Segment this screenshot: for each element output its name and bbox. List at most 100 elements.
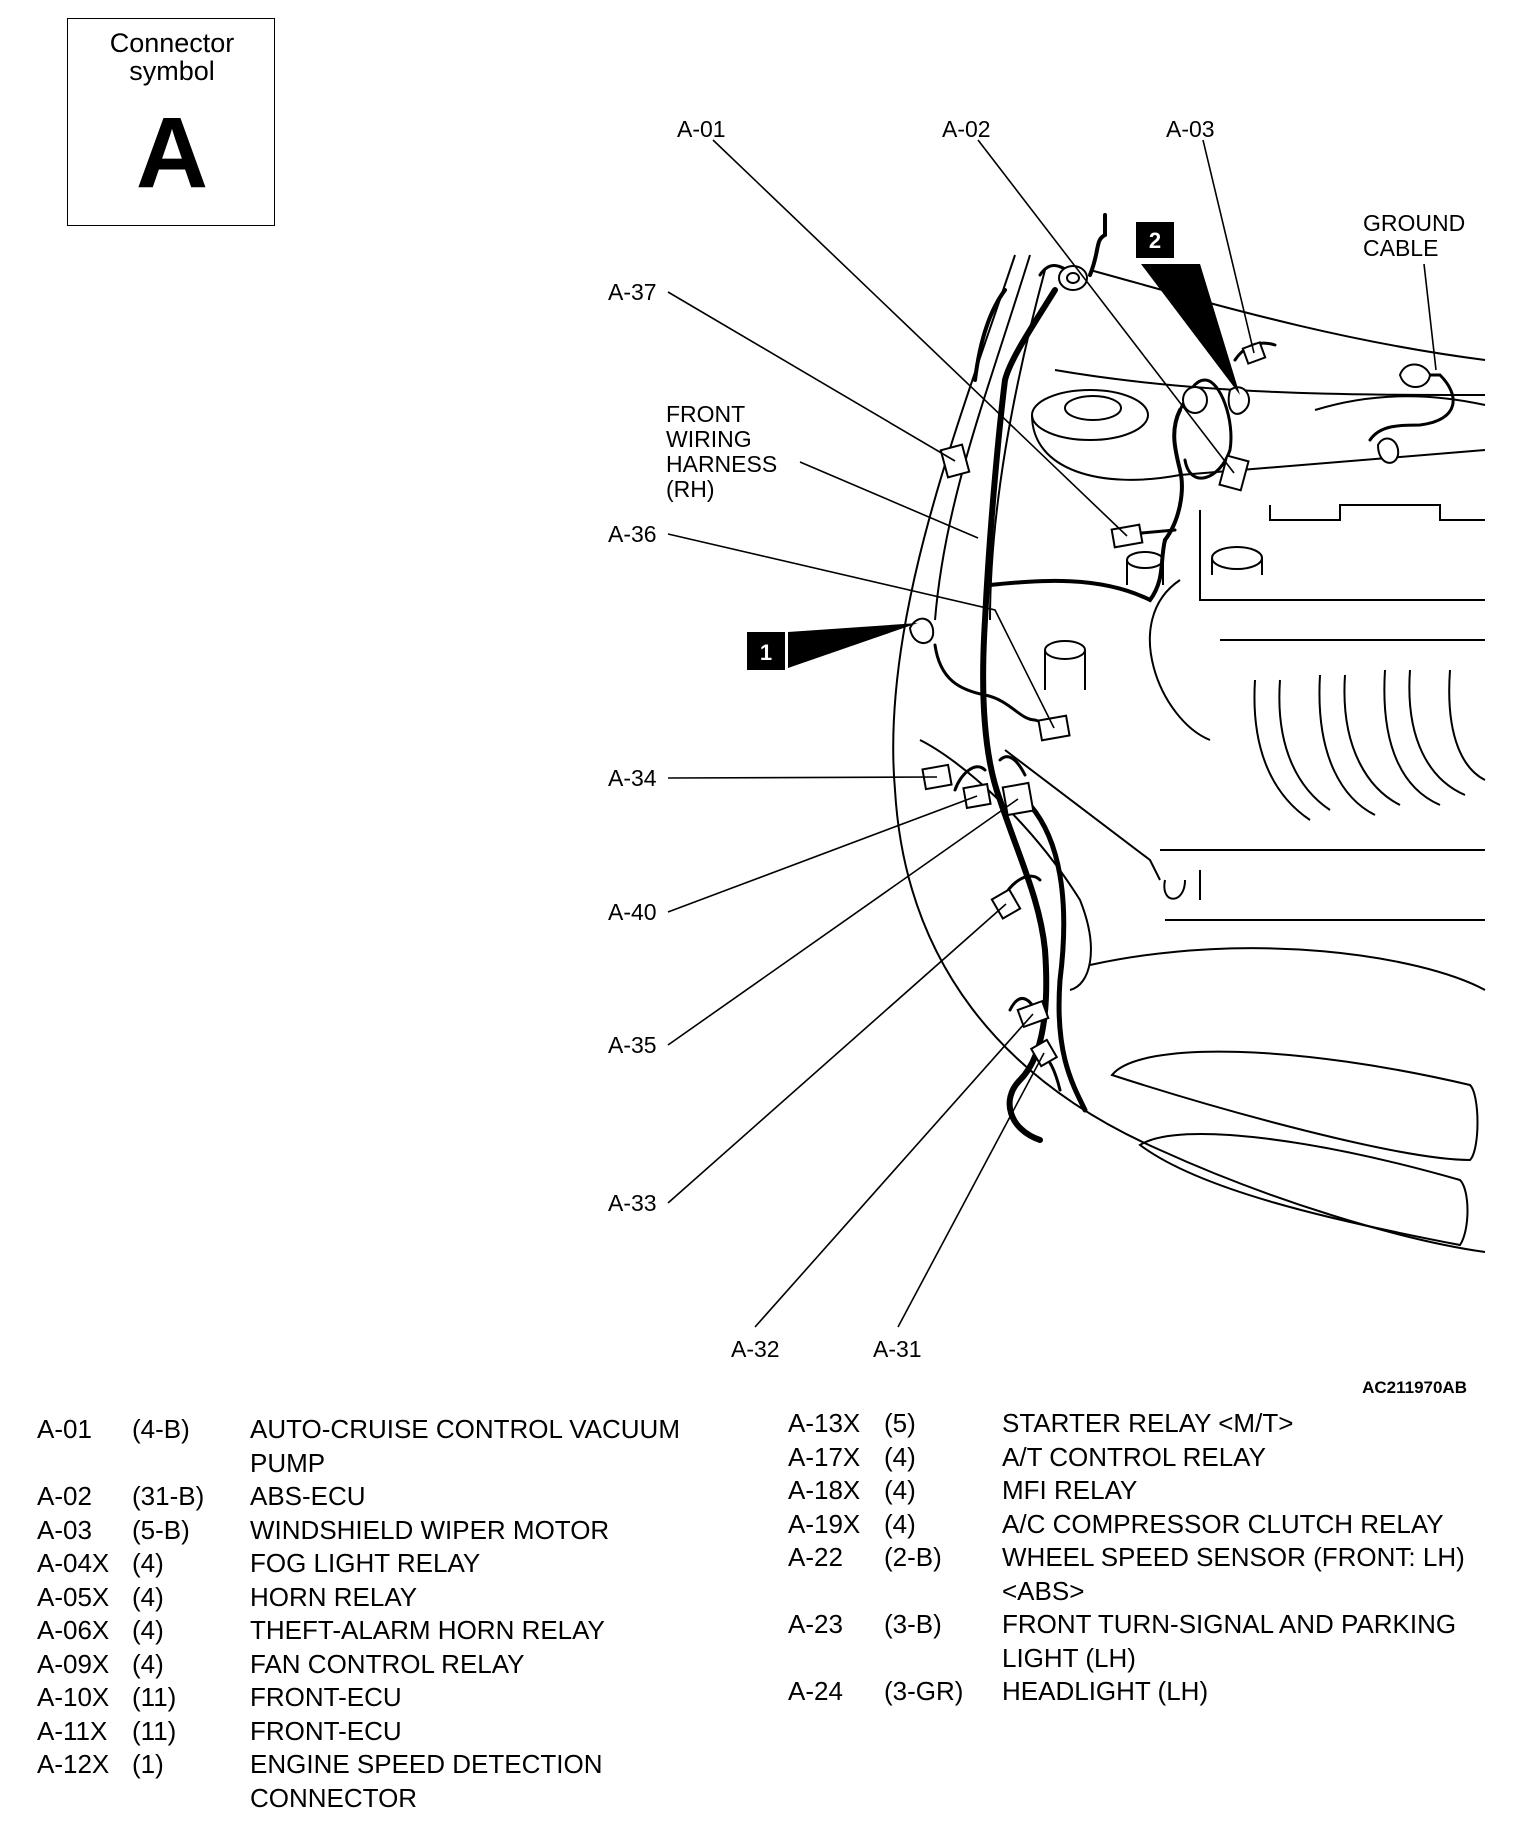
label-a36: A-36 — [608, 521, 657, 547]
connector-row: A-12X (1) ENGINE SPEED DETECTION CONNECTOR — [37, 1748, 737, 1815]
engine-bay-harness-diagram: 1 2 A-01 A-02 A-03 GROUND CABLE A-37 FRO… — [608, 116, 1486, 1397]
leader-front-wiring-harness — [799, 461, 979, 539]
connector-grid-position: (5) — [884, 1408, 916, 1438]
label-harness-line1: FRONT — [666, 401, 745, 427]
label-a34: A-34 — [608, 765, 657, 791]
connector-description: ABS-ECU — [250, 1481, 366, 1511]
leader-a03 — [1202, 139, 1255, 354]
connector-list-right: A-13X(5)STARTER RELAY <M/T>A-17X(4)A/T C… — [788, 1407, 1508, 1709]
connector-grid-position: (11) — [132, 1682, 177, 1712]
connector-row: A-13X (5) STARTER RELAY <M/T> — [788, 1407, 1508, 1441]
connector-row: A-03 (5-B) WINDSHIELD WIPER MOTOR — [37, 1514, 737, 1548]
connector-row: A-10X(11)FRONT-ECU — [37, 1681, 737, 1715]
ground-bolt-1 — [908, 617, 935, 644]
connector-description: HEADLIGHT (LH) — [1002, 1676, 1209, 1706]
leader-a31 — [897, 1052, 1045, 1328]
connector-description: THEFT-ALARM HORN RELAY — [250, 1615, 605, 1645]
label-a33: A-33 — [608, 1190, 657, 1216]
connector-id: A-24 — [788, 1676, 843, 1706]
connector-description: FOG LIGHT RELAY — [250, 1548, 481, 1578]
label-a32: A-32 — [731, 1336, 780, 1362]
callout-pointers — [788, 264, 1240, 668]
connector-id: A-04X — [37, 1548, 110, 1578]
label-a40: A-40 — [608, 899, 657, 925]
callout-1-pointer — [788, 623, 918, 668]
connector-row: A-09X(4)FAN CONTROL RELAY — [37, 1648, 737, 1682]
connector-id: A-12X — [37, 1749, 110, 1779]
leader-lines — [667, 139, 1437, 1328]
label-a01: A-01 — [677, 116, 726, 142]
callout-2-number: 2 — [1149, 228, 1161, 253]
connector-symbol-caption-line1: Connector — [109, 28, 235, 58]
ground-cable-terminal — [1398, 363, 1432, 388]
label-ground-cable-line1: GROUND — [1363, 210, 1465, 236]
connector-id: A-06X — [37, 1615, 110, 1645]
connector-description: WINDSHIELD WIPER MOTOR — [250, 1514, 610, 1545]
leader-a36 — [667, 533, 1055, 729]
connector-id: A-22 — [788, 1542, 843, 1572]
connector-grid-position: (3-B) — [884, 1609, 942, 1639]
connector-description: ENGINE SPEED DETECTION CONNECTOR — [250, 1749, 603, 1813]
leader-a33 — [667, 903, 1007, 1204]
connector-description: HORN RELAY — [250, 1581, 418, 1612]
connector-row: A-01 (4-B) AUTO-CRUISE CONTROL VACUUM PUMP — [37, 1413, 737, 1480]
connector-row: A-24(3-GR)HEADLIGHT (LH) — [788, 1675, 1508, 1709]
connector-grid-position: (5-B) — [132, 1514, 190, 1545]
connector-id: A-03 — [37, 1514, 92, 1545]
callout-2-badge — [1136, 222, 1174, 258]
connector-grid-position: (11) — [132, 1715, 177, 1746]
label-a37: A-37 — [608, 279, 657, 305]
connector-grid-position: (2-B) — [884, 1542, 942, 1572]
label-a02: A-02 — [942, 116, 991, 142]
callout-badges: 1 2 — [747, 222, 1174, 670]
connector-id: A-09X — [37, 1648, 110, 1679]
ground-bolt-2b — [1227, 386, 1250, 415]
connector-row: A-23 (3-B) FRONT TURN-SIGNAL AND PARKING L… — [788, 1608, 1508, 1675]
connector-row: A-22 (2-B) WHEEL SPEED SENSOR (FRONT: LH) … — [788, 1541, 1508, 1608]
connector-symbol-box: Connector symbol A — [67, 18, 275, 226]
connector-symbol-caption-line2: symbol — [129, 56, 215, 86]
connector-id: A-13X — [788, 1408, 861, 1438]
connector-description: FAN CONTROL RELAY — [250, 1648, 525, 1679]
connector-id: A-19X — [788, 1508, 861, 1539]
connector-row: A-18X(4)MFI RELAY — [788, 1474, 1508, 1508]
connector-symbol-letter: A — [135, 97, 209, 209]
label-a35: A-35 — [608, 1032, 657, 1058]
connector-description: WHEEL SPEED SENSOR (FRONT: LH) <ABS> — [1002, 1542, 1465, 1606]
leader-a35 — [667, 798, 1019, 1046]
connector-row: A-04X(4)FOG LIGHT RELAY — [37, 1547, 737, 1581]
connector-grid-position: (4) — [884, 1441, 916, 1472]
connector-description: AUTO-CRUISE CONTROL VACUUM PUMP — [250, 1414, 680, 1478]
connector-id: A-23 — [788, 1609, 843, 1639]
connector-id: A-01 — [37, 1414, 92, 1444]
connector-row: A-17X(4)A/T CONTROL RELAY — [788, 1441, 1508, 1475]
connector-row: A-11X(11)FRONT-ECU — [37, 1715, 737, 1749]
connector-row: A-02 (31-B) ABS-ECU — [37, 1480, 737, 1514]
callout-1-badge — [747, 632, 785, 670]
leader-a32 — [754, 1013, 1034, 1328]
connector-id: A-05X — [37, 1581, 110, 1612]
connector-id: A-17X — [788, 1441, 861, 1472]
connector-id: A-02 — [37, 1481, 92, 1511]
diagram-labels: A-01 A-02 A-03 GROUND CABLE A-37 FRONT W… — [608, 116, 1467, 1397]
label-harness-line4: (RH) — [666, 476, 715, 502]
connector-grid-position: (4-B) — [132, 1414, 190, 1444]
leader-a37 — [667, 291, 956, 462]
connector-grid-position: (1) — [132, 1749, 164, 1779]
callout-1-number: 1 — [760, 640, 772, 665]
connector-list-left: A-01 (4-B) AUTO-CRUISE CONTROL VACUUM PUMP… — [37, 1413, 737, 1815]
connector-description: A/C COMPRESSOR CLUTCH RELAY — [1002, 1508, 1444, 1539]
ground-bolt-2a — [1182, 386, 1208, 414]
connector-grid-position: (31-B) — [132, 1481, 205, 1511]
connector-grid-position: (4) — [884, 1508, 916, 1539]
leader-ground-cable — [1423, 263, 1437, 371]
connector-id: A-10X — [37, 1682, 110, 1712]
connector-symbol-caption: Connector symbol — [68, 29, 276, 85]
connector-description: FRONT-ECU — [250, 1715, 402, 1746]
connector-grid-position: (4) — [132, 1615, 164, 1645]
connector-description: STARTER RELAY <M/T> — [1002, 1408, 1294, 1438]
leader-a01 — [712, 139, 1128, 537]
callout-2-pointer — [1141, 264, 1240, 395]
connector-description: FRONT TURN-SIGNAL AND PARKING LIGHT (LH) — [1002, 1609, 1457, 1673]
